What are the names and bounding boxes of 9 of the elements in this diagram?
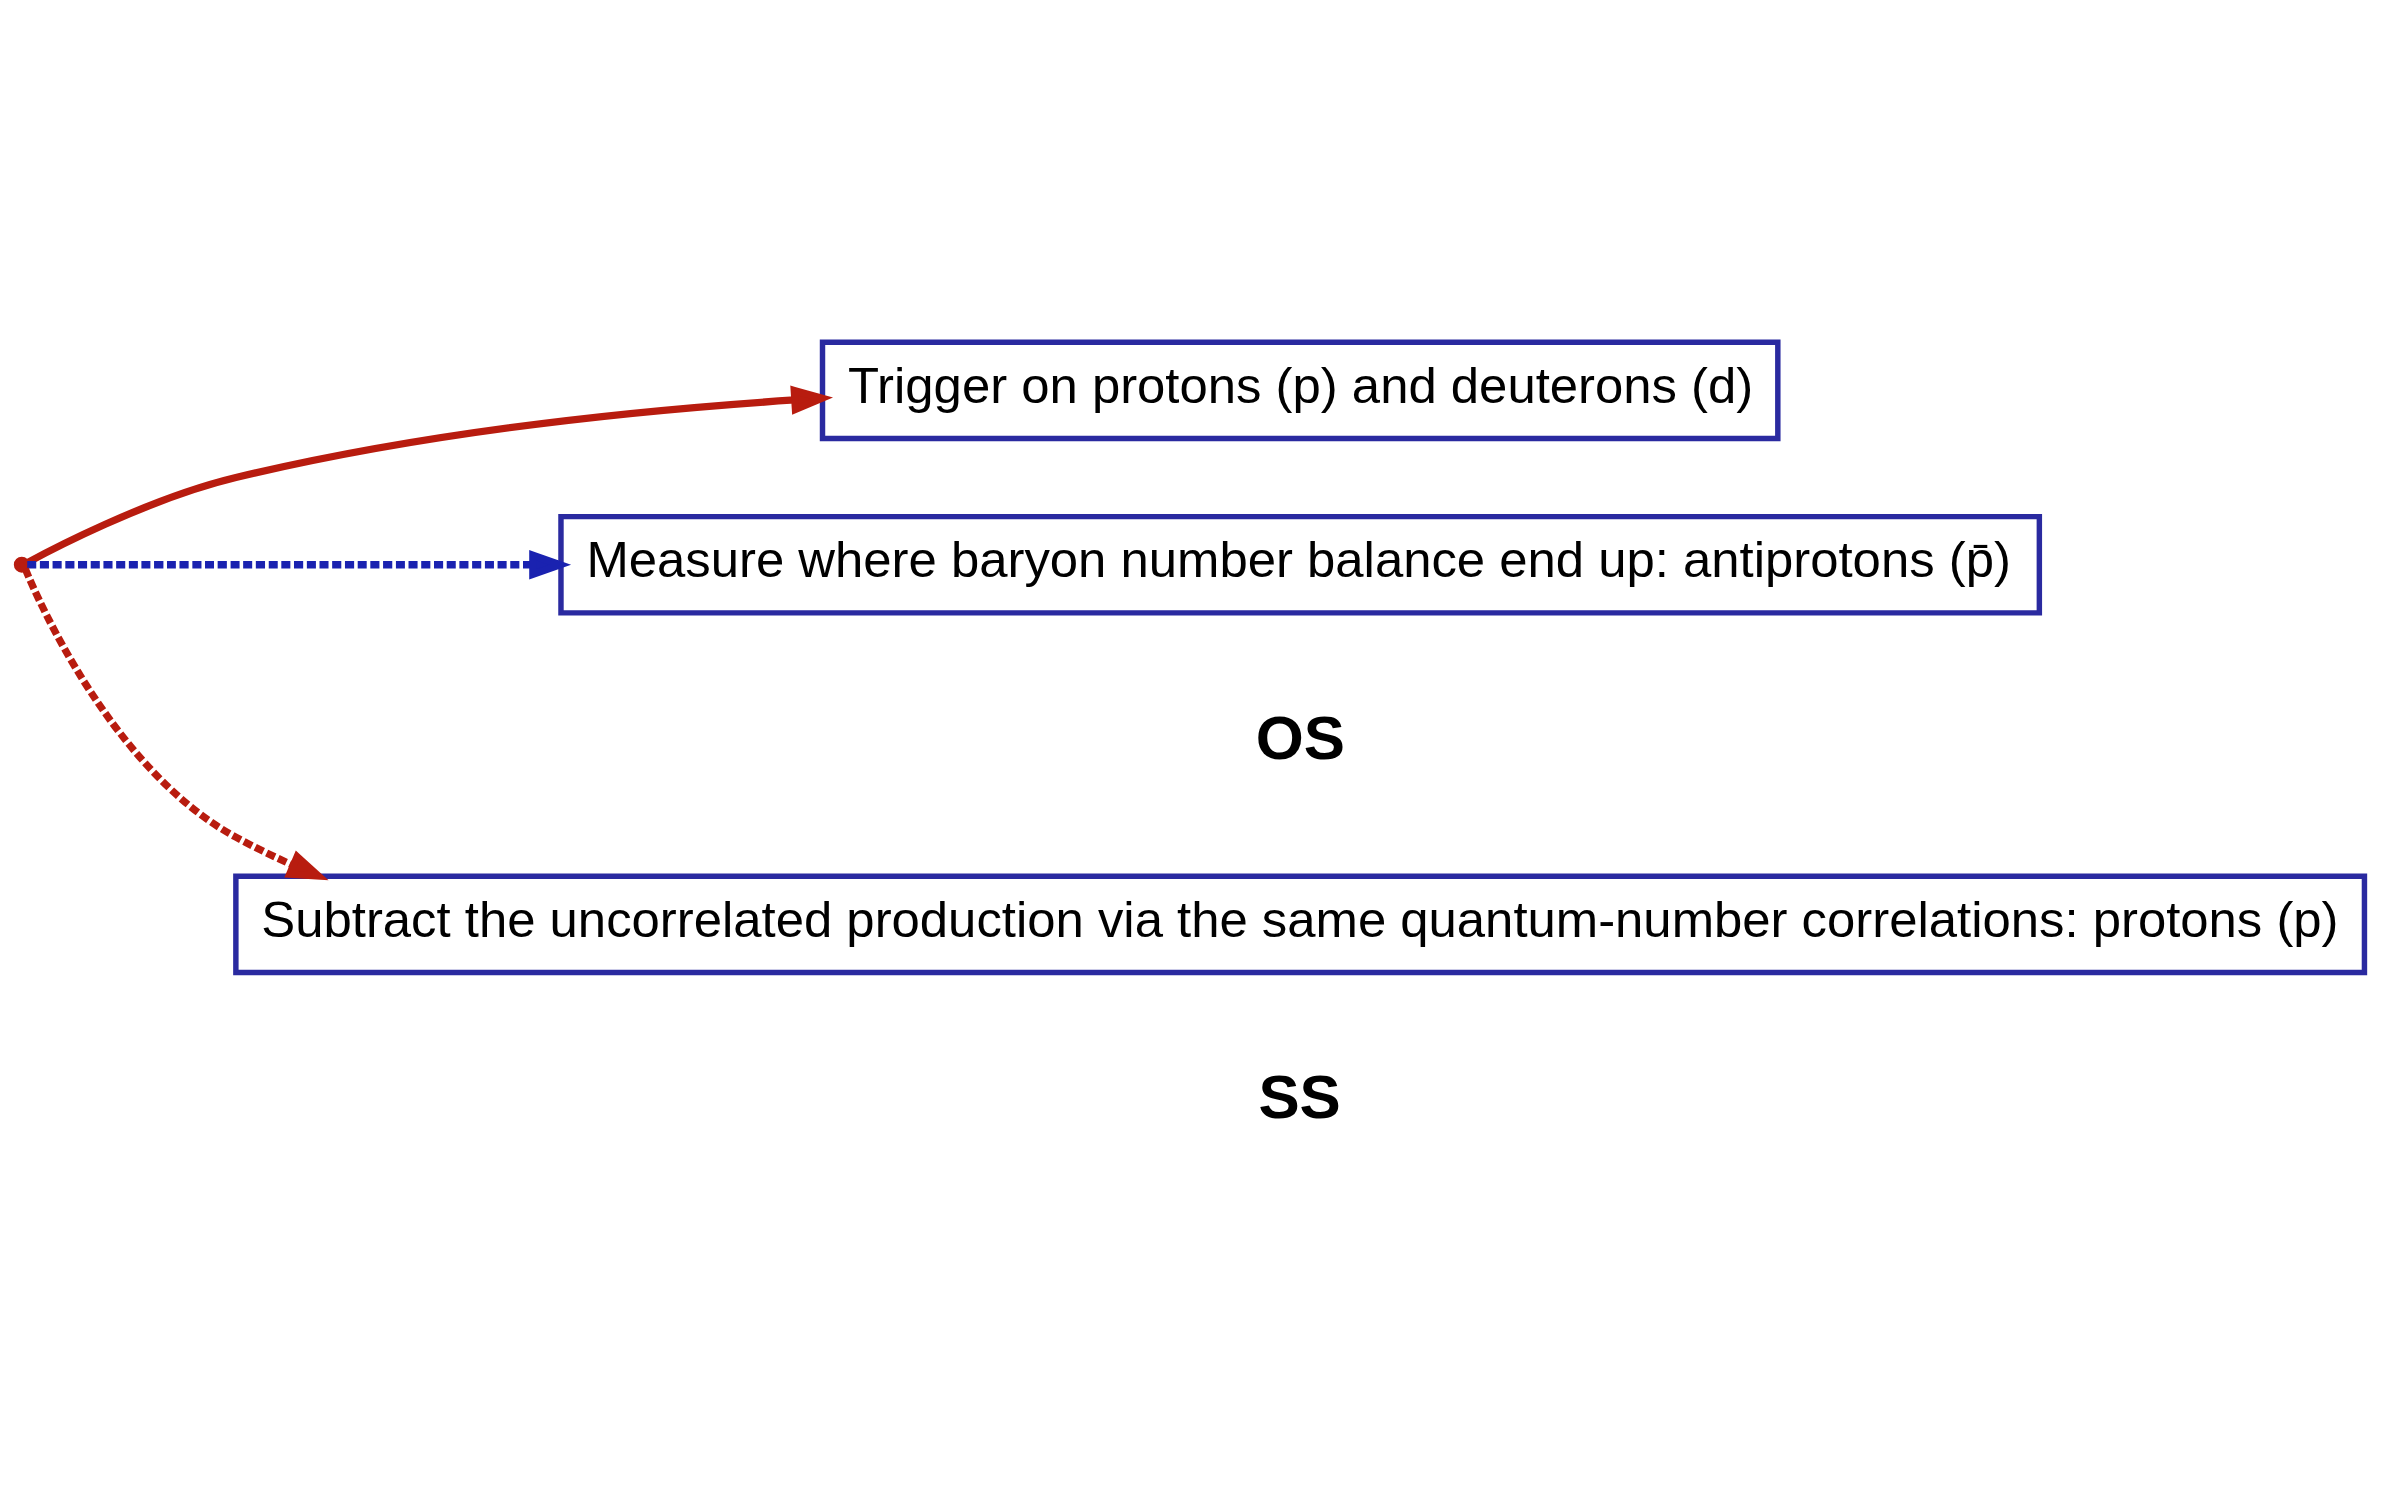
node-box: Measure where baryon number balance end up: antiprotons (p̄) bbox=[558, 513, 2043, 616]
node-label: OS bbox=[1255, 702, 1345, 772]
node-box: Trigger on protons (p) and deuterons (d) bbox=[819, 339, 1781, 441]
node-box: Subtract the uncorrelated production via the same quantum-number correlations: protons (p) bbox=[233, 873, 2368, 975]
arrow bbox=[25, 385, 833, 566]
arrow bbox=[21, 567, 329, 880]
node-label: SS bbox=[1258, 1061, 1341, 1131]
arrow bbox=[27, 549, 572, 579]
node-point bbox=[13, 556, 30, 573]
